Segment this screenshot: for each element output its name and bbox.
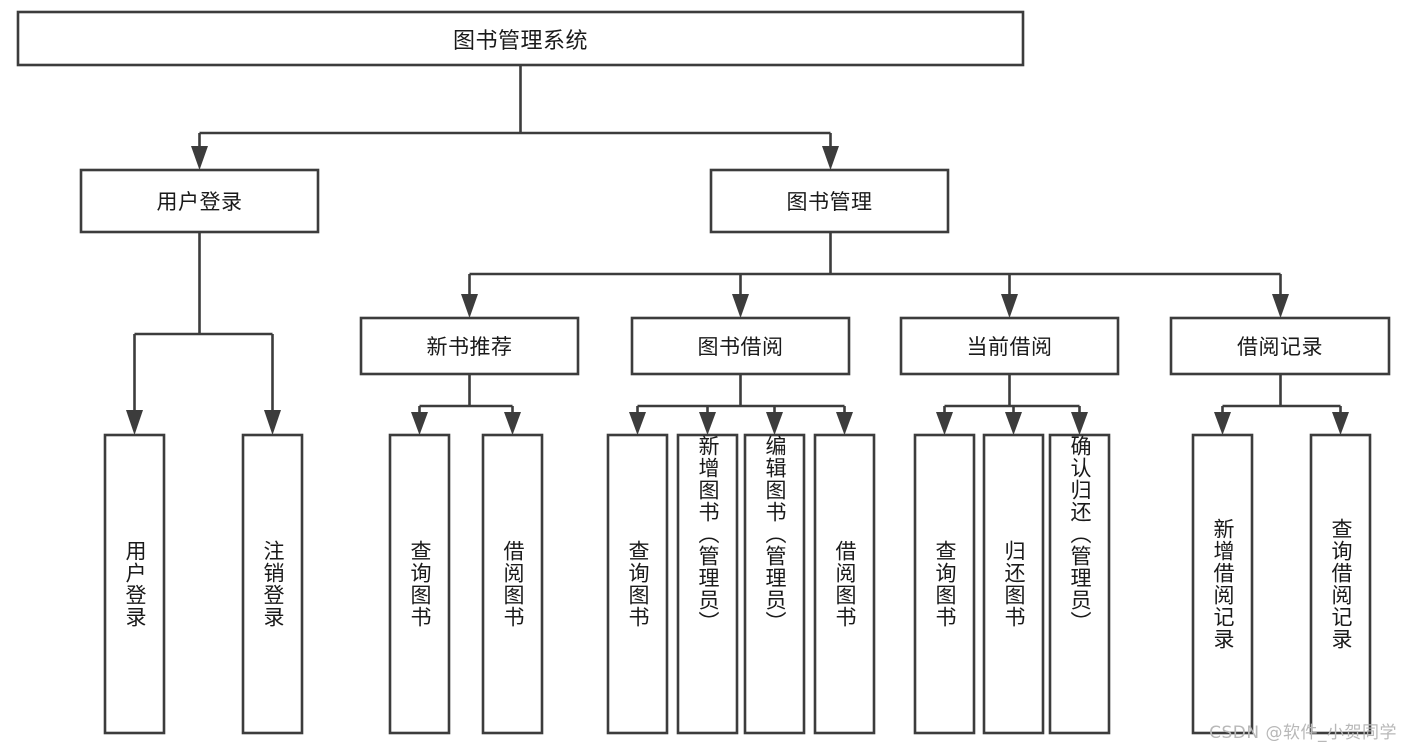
connector-borrowrecord-to-leaves — [1214, 374, 1349, 435]
node-book-management[interactable] — [709, 168, 950, 234]
connector-userlogin-to-leaves — [126, 232, 281, 435]
leaf-box-borrow-record-1[interactable] — [1191, 433, 1254, 735]
connector-newbook-to-leaves — [411, 374, 521, 435]
leaf-box-current-borrow-3[interactable] — [1048, 433, 1111, 735]
node-user-login[interactable] — [79, 168, 320, 234]
leaf-box-book-borrow-3[interactable] — [743, 433, 806, 735]
node-book-borrow[interactable] — [630, 316, 851, 376]
node-borrow-record[interactable] — [1169, 316, 1391, 376]
leaf-box-current-borrow-1[interactable] — [913, 433, 976, 735]
leaf-box-new-book-2[interactable] — [481, 433, 544, 735]
connector-root-to-level2 — [191, 65, 839, 170]
leaf-box-new-book-1[interactable] — [388, 433, 451, 735]
leaf-box-current-borrow-2[interactable] — [982, 433, 1045, 735]
leaf-box-borrow-record-2[interactable] — [1309, 433, 1372, 735]
leaf-box-book-borrow-2[interactable] — [676, 433, 739, 735]
node-new-book-recommend[interactable] — [359, 316, 580, 376]
leaf-box-user-login-1[interactable] — [103, 433, 166, 735]
leaf-box-book-borrow-4[interactable] — [813, 433, 876, 735]
leaf-box-book-borrow-1[interactable] — [606, 433, 669, 735]
connector-bookborrow-to-leaves — [629, 374, 853, 435]
connector-bookmgmt-to-level3 — [461, 232, 1289, 318]
node-root[interactable] — [16, 10, 1025, 67]
leaf-box-user-login-2[interactable] — [241, 433, 304, 735]
connector-currentborrow-to-leaves — [936, 374, 1088, 435]
node-current-borrow[interactable] — [899, 316, 1120, 376]
